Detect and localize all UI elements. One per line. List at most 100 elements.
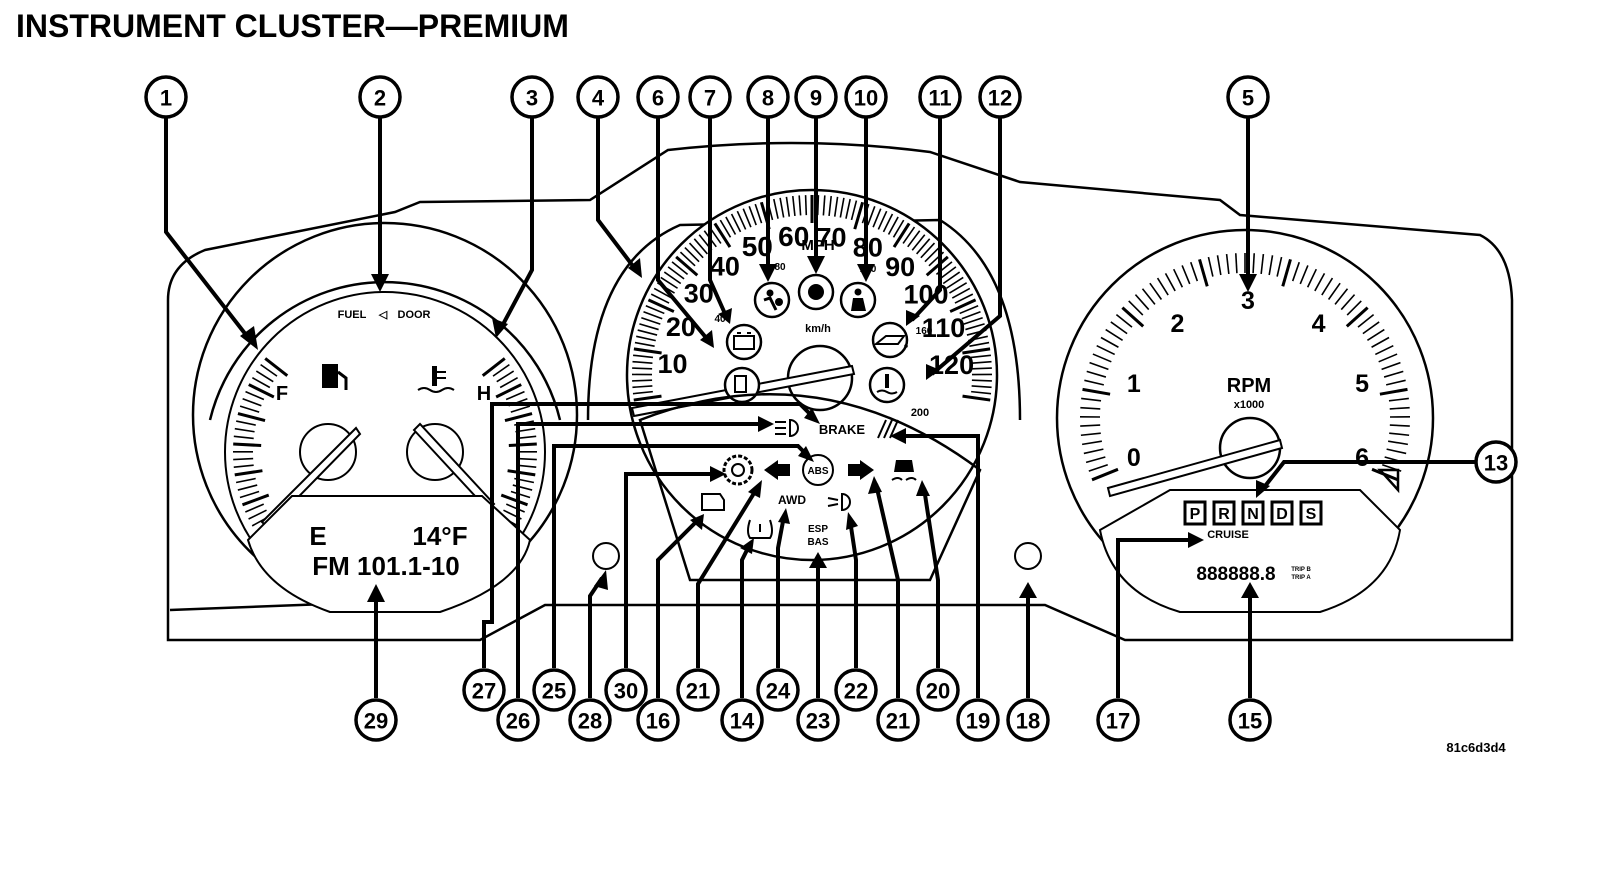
brake-warning-label: BRAKE — [819, 422, 866, 437]
scale-tick — [643, 310, 663, 320]
scale-tick — [1110, 321, 1128, 335]
scale-tick — [632, 354, 654, 359]
tach-needle — [1106, 438, 1284, 498]
scale-tick — [1383, 370, 1404, 378]
callout-number: 13 — [1484, 451, 1508, 476]
scale-tick — [845, 198, 851, 219]
speed-number: 30 — [684, 279, 714, 309]
scale-tick — [839, 197, 845, 218]
scale-tick — [653, 287, 673, 299]
electronic-throttle-icon — [877, 419, 899, 439]
fuel-label: FUEL — [338, 309, 367, 321]
scale-tick — [1100, 336, 1119, 348]
scale-tick — [1082, 387, 1111, 396]
callout-circle — [978, 75, 1022, 119]
traction-control-icon — [891, 460, 917, 481]
scale-tick — [693, 238, 708, 255]
high-beam-icon — [775, 418, 799, 438]
callout-number: 23 — [806, 709, 830, 734]
scale-tick — [804, 195, 808, 216]
scale-tick — [251, 377, 271, 389]
scale-tick — [939, 266, 957, 280]
scale-tick — [233, 457, 254, 461]
tach-number: 0 — [1127, 444, 1141, 472]
callout-number: 5 — [1242, 86, 1254, 111]
callout-number: 4 — [592, 86, 605, 111]
page-title: INSTRUMENT CLUSTER—PREMIUM — [16, 8, 569, 44]
scale-tick — [946, 276, 964, 289]
speed-number: 70 — [816, 222, 846, 252]
esp-indicator: ESP — [808, 524, 828, 535]
scale-tick — [1085, 456, 1106, 464]
security-light-icon — [797, 273, 835, 311]
oil-pressure-icon — [871, 321, 909, 359]
callout-circle — [636, 698, 680, 742]
scale-tick — [233, 464, 254, 469]
gear-box — [1270, 500, 1294, 526]
right-reset-knob[interactable] — [1014, 542, 1042, 570]
scale-tick — [639, 323, 659, 331]
scale-tick — [924, 246, 940, 263]
scale-tick — [260, 363, 278, 377]
scale-tick — [245, 390, 265, 401]
scale-tick — [942, 271, 961, 285]
callout-circle — [1474, 440, 1518, 484]
scale-tick — [867, 206, 876, 226]
cluster-housing — [166, 141, 1514, 642]
callout-number: 1 — [160, 86, 172, 111]
scale-tick — [632, 367, 653, 370]
speed-number: 60 — [778, 221, 809, 252]
scale-tick — [959, 305, 979, 315]
scale-tick — [971, 367, 992, 370]
kmh-200: 200 — [911, 407, 929, 419]
scale-tick — [748, 206, 757, 226]
scale-tick — [1314, 273, 1326, 292]
callout-number: 24 — [766, 679, 791, 704]
scale-tick — [241, 493, 270, 507]
scale-tick — [892, 219, 905, 238]
scale-tick — [1141, 288, 1156, 305]
left-reset-knob[interactable] — [592, 542, 620, 570]
tach-scale-ticks — [1079, 253, 1411, 482]
scale-tick — [1281, 258, 1292, 287]
scale-tick — [1207, 256, 1214, 277]
scale-tick — [507, 469, 536, 477]
callout-circle — [358, 75, 402, 119]
callout-circle — [756, 668, 800, 712]
scale-tick — [1299, 265, 1309, 285]
scale-tick — [1216, 255, 1222, 276]
callout-number: 19 — [966, 709, 990, 734]
scale-tick — [233, 442, 262, 448]
cruise-indicator: CRUISE — [1207, 529, 1249, 541]
scale-tick — [971, 385, 992, 389]
kmh-unit: km/h — [805, 323, 831, 335]
scale-tick — [725, 216, 737, 235]
scale-tick — [237, 412, 266, 423]
gear-letter: S — [1306, 506, 1317, 523]
scale-tick — [1115, 313, 1133, 328]
callout-circle — [576, 75, 620, 119]
scale-tick — [510, 490, 531, 499]
scale-tick — [877, 210, 888, 230]
scale-tick — [920, 242, 936, 259]
scale-tick — [1366, 328, 1385, 341]
scale-tick — [907, 230, 921, 248]
door-label: DOOR — [398, 309, 431, 321]
scale-tick — [785, 196, 791, 217]
scale-tick — [505, 390, 525, 401]
scale-tick — [1198, 258, 1209, 287]
scale-tick — [245, 503, 265, 513]
callout-circle — [834, 668, 878, 712]
callout-number: 26 — [506, 709, 530, 734]
scale-tick — [965, 323, 985, 331]
scale-tick — [242, 398, 262, 407]
scale-tick — [679, 251, 696, 267]
scale-tick — [833, 196, 839, 217]
scale-tick — [1134, 294, 1150, 311]
scale-tick — [1080, 424, 1101, 427]
callout-number: 17 — [1106, 709, 1130, 734]
callout-circle — [532, 668, 576, 712]
figure-code: 81c6d3d4 — [1446, 740, 1506, 755]
